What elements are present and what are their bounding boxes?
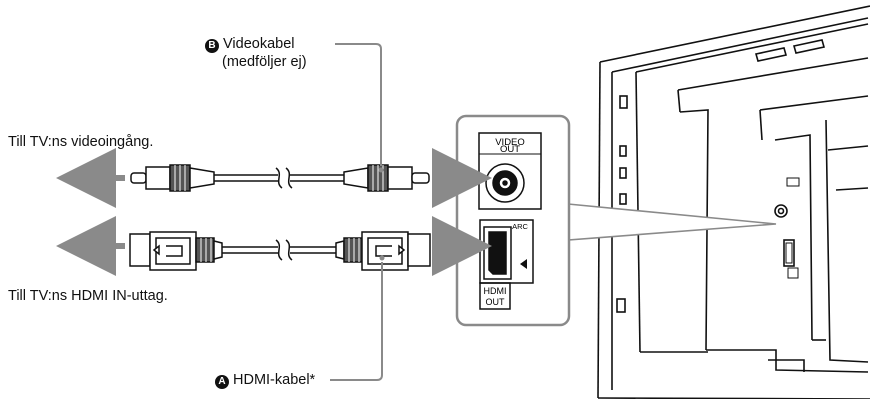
hdmi-out-label-2: OUT bbox=[486, 297, 506, 307]
tv-hdmi-input-label: Till TV:ns HDMI IN-uttag. bbox=[8, 288, 168, 304]
video-cable-leader bbox=[335, 43, 382, 166]
hdmi-cable-text: HDMI-kabel* bbox=[233, 372, 316, 388]
video-cable-badge: B bbox=[205, 39, 219, 53]
hdmi-cable-badge: A bbox=[215, 375, 229, 389]
arrows bbox=[55, 148, 492, 276]
video-out-label-1: VIDEO bbox=[495, 137, 525, 148]
video-out-label-2: OUT bbox=[500, 144, 520, 155]
video-cable-note: (medföljer ej) bbox=[222, 54, 307, 70]
hdmi-cable-leader bbox=[330, 262, 383, 381]
video-leader-dot bbox=[378, 167, 384, 173]
hdmi-cable-label: A HDMI-kabel* bbox=[215, 372, 315, 389]
arc-label: ARC bbox=[512, 222, 528, 231]
video-cable bbox=[130, 164, 430, 192]
hdmi-cable bbox=[129, 231, 431, 271]
hdmi-leader-dot bbox=[379, 255, 385, 261]
video-cable-label: B Videokabel bbox=[205, 36, 295, 53]
tv-video-input-label: Till TV:ns videoingång. bbox=[8, 134, 154, 150]
video-cable-text: Videokabel bbox=[223, 36, 295, 52]
leader-lines bbox=[330, 43, 383, 381]
zoom-callout bbox=[567, 203, 777, 241]
device-unit bbox=[597, 5, 870, 400]
hdmi-out-label-1: HDMI bbox=[484, 286, 507, 296]
